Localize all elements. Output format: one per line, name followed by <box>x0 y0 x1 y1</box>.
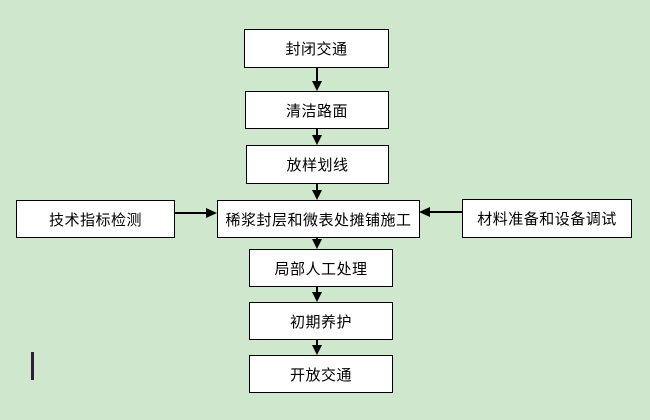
flow-node-technical-inspection: 技术指标检测 <box>16 200 175 238</box>
flow-node-label: 清洁路面 <box>285 101 348 120</box>
arrow-down-4-head-icon <box>312 239 322 249</box>
arrow-down-1-head-icon <box>312 81 322 91</box>
arrow-down-5 <box>316 287 318 293</box>
flow-node-slurry-seal-paving: 稀浆封层和微表处摊铺施工 <box>217 200 420 238</box>
arrow-down-2 <box>316 129 318 136</box>
flow-node-label: 放样划线 <box>286 156 349 174</box>
flow-node-label: 开放交通 <box>289 365 352 384</box>
flow-node-label: 局部人工处理 <box>274 259 368 278</box>
arrow-down-6 <box>316 340 318 346</box>
flow-node-label: 材料准备和设备调试 <box>477 210 617 228</box>
arrow-right-head-icon <box>206 208 217 218</box>
flow-node-label: 稀浆封层和微表处摊铺施工 <box>225 210 412 229</box>
flow-node-local-manual-treatment: 局部人工处理 <box>249 249 393 287</box>
flow-node-clean-road: 清洁路面 <box>245 91 389 129</box>
arrow-down-3-head-icon <box>312 190 322 200</box>
arrow-down-2-head-icon <box>312 135 322 145</box>
arrow-down-6-head-icon <box>312 345 322 355</box>
arrow-down-3 <box>316 184 318 191</box>
flow-node-initial-curing: 初期养护 <box>249 302 393 340</box>
flow-node-stakeout-marking: 放样划线 <box>246 145 389 184</box>
arrow-left-head-icon <box>419 207 430 217</box>
flow-node-close-traffic: 封闭交通 <box>244 29 389 68</box>
flow-node-material-preparation: 材料准备和设备调试 <box>462 199 632 238</box>
arrow-down-5-head-icon <box>312 292 322 302</box>
flow-node-open-traffic: 开放交通 <box>249 355 393 393</box>
arrow-right-from-inspection <box>175 212 207 214</box>
flow-node-label: 封闭交通 <box>285 40 348 58</box>
arrow-left-from-material-prep <box>430 211 462 213</box>
arrow-down-1 <box>316 68 318 82</box>
flow-node-label: 初期养护 <box>289 312 352 331</box>
flow-node-label: 技术指标检测 <box>48 210 142 229</box>
text-cursor <box>31 352 34 380</box>
